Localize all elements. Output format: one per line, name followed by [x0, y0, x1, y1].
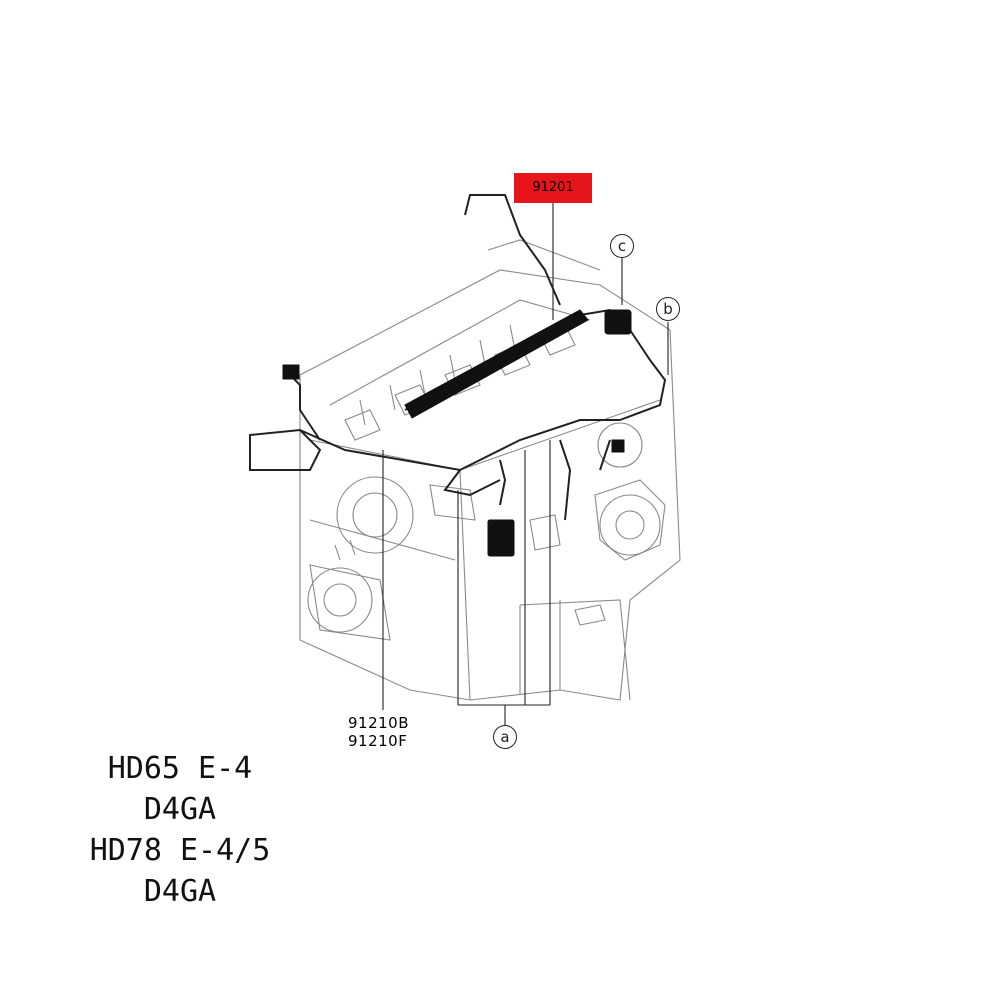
- callout-b: b: [656, 297, 680, 321]
- injector-harness: [282, 309, 632, 557]
- callout-c: c: [610, 234, 634, 258]
- model-line-1: HD65 E-4: [107, 751, 253, 786]
- model-line-4: D4GA: [143, 874, 217, 909]
- wiring-harness: [249, 194, 667, 521]
- engine-block: [299, 239, 681, 701]
- part-number-91201[interactable]: 91201: [532, 180, 574, 195]
- leader-lines: [382, 203, 669, 725]
- model-line-3: HD78 E-4/5: [89, 833, 271, 868]
- part-highlight-box: [514, 173, 592, 203]
- model-line-2: D4GA: [143, 792, 217, 827]
- callout-a: a: [493, 725, 517, 749]
- part-number-91210f[interactable]: 91210F: [348, 732, 408, 750]
- model-list: HD65 E-4 D4GA HD78 E-4/5 D4GA: [40, 748, 320, 912]
- part-number-91210b[interactable]: 91210B: [348, 714, 410, 732]
- pulleys: [307, 422, 661, 633]
